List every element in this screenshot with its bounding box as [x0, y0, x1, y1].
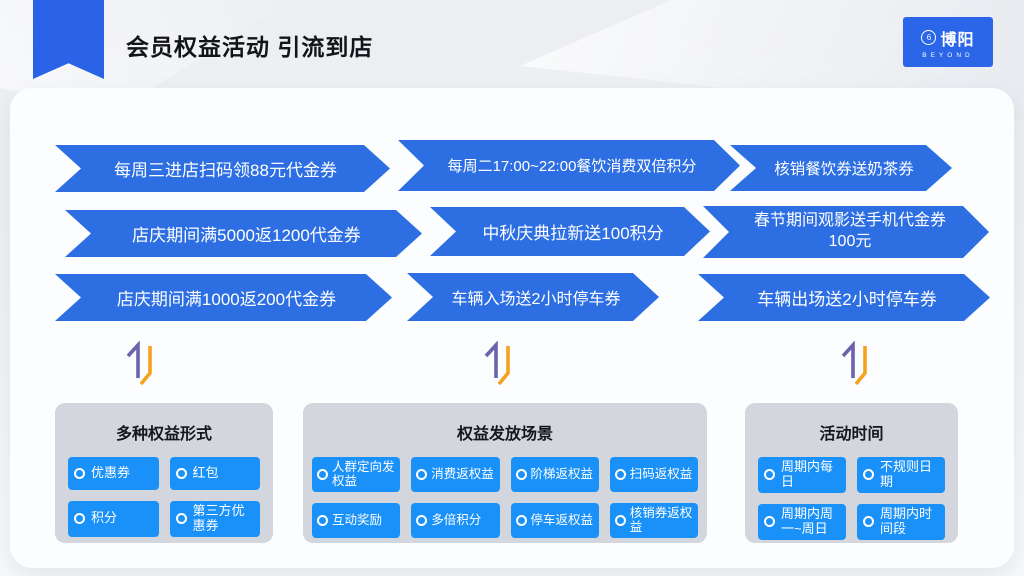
chip-label: 红包 — [192, 465, 219, 481]
chip-label: 积分 — [91, 510, 118, 526]
scenario-chip: 多倍积分 — [411, 502, 500, 538]
up-down-transfer-arrow-icon — [484, 341, 510, 386]
up-down-transfer-arrow-icon — [126, 341, 152, 386]
scenario-chip: 核销券返权益 — [609, 502, 698, 538]
chip-label: 周期内每日 — [781, 459, 834, 489]
ring-bullet-icon — [764, 469, 775, 481]
up-down-transfer-arrow-icon — [841, 341, 867, 386]
chip-label: 人群定向发权益 — [332, 460, 395, 489]
brand-logo: 6 博阳 BEYOND — [903, 17, 993, 67]
ring-bullet-icon — [614, 514, 626, 526]
activity-banner: 车辆入场送2小时停车券 — [407, 273, 659, 321]
chip-label: 阶梯返权益 — [530, 467, 594, 482]
time-chip: 周期内每日 — [758, 457, 846, 493]
page-title: 会员权益活动 引流到店 — [126, 34, 374, 60]
time-chip: 周期内周一~周日 — [758, 503, 846, 540]
chip-label: 周期内时间段 — [880, 505, 933, 536]
ring-bullet-icon — [317, 468, 328, 480]
benefit-chip: 积分 — [68, 501, 159, 537]
chip-label: 停车返权益 — [530, 512, 594, 527]
chip-label: 不规则日期 — [880, 459, 933, 489]
brand-logo-row: 6 博阳 — [921, 26, 974, 50]
panel-benefit-forms: 多种权益形式 优惠券 红包 积分 第三方优惠券 — [55, 403, 273, 543]
brand-subtitle: BEYOND — [922, 51, 974, 59]
chip-grid: 周期内每日 不规则日期 周期内周一~周日 周期内时间段 — [745, 457, 958, 540]
ring-bullet-icon — [416, 514, 428, 526]
activity-banner: 核销餐饮券送奶茶券 — [730, 145, 952, 191]
circle-6-logo-icon: 6 — [921, 30, 937, 45]
ring-bullet-icon — [515, 514, 527, 526]
activity-banner: 店庆期间满1000返200代金券 — [55, 274, 392, 321]
scenario-chip: 人群定向发权益 — [312, 457, 401, 492]
time-chip: 不规则日期 — [857, 457, 945, 493]
activity-banner: 店庆期间满5000返1200代金券 — [65, 210, 422, 257]
ring-bullet-icon — [863, 516, 874, 528]
panel-distribution-scenarios: 权益发放场景 人群定向发权益 消费返权益 阶梯返权益 扫码返权益 互动奖励 多倍… — [303, 403, 707, 543]
ring-bullet-icon — [175, 513, 187, 525]
chip-label: 扫码返权益 — [629, 467, 693, 482]
chip-label: 优惠券 — [91, 465, 131, 481]
chip-grid: 人群定向发权益 消费返权益 阶梯返权益 扫码返权益 互动奖励 多倍积分 停车返权… — [303, 457, 707, 538]
benefit-chip: 第三方优惠券 — [169, 501, 260, 537]
panel-title: 活动时间 — [819, 426, 884, 443]
ring-bullet-icon — [74, 468, 85, 479]
ring-bullet-icon — [416, 468, 428, 480]
activity-banner: 春节期间观影送手机代金券100元 — [703, 206, 989, 258]
ring-bullet-icon — [764, 516, 775, 528]
ring-bullet-icon — [515, 468, 527, 480]
chip-label: 周期内周一~周日 — [781, 505, 834, 536]
panel-activity-time: 活动时间 周期内每日 不规则日期 周期内周一~周日 周期内时间段 — [745, 403, 958, 543]
chip-label: 消费返权益 — [431, 467, 494, 482]
scenario-chip: 消费返权益 — [411, 457, 500, 492]
chip-label: 第三方优惠券 — [192, 503, 245, 533]
chip-label: 互动奖励 — [332, 512, 383, 527]
brand-name: 博阳 — [940, 31, 975, 49]
activity-banner: 中秋庆典拉新送100积分 — [430, 207, 710, 256]
chip-grid: 优惠券 红包 积分 第三方优惠券 — [55, 457, 273, 537]
ring-bullet-icon — [175, 468, 187, 479]
chip-label: 核销券返权益 — [629, 505, 693, 535]
activity-banner: 车辆出场送2小时停车券 — [698, 274, 990, 321]
scenario-chip: 停车返权益 — [510, 502, 599, 538]
ring-bullet-icon — [614, 468, 626, 480]
ring-bullet-icon — [74, 513, 85, 525]
scenario-chip: 阶梯返权益 — [510, 457, 599, 492]
panel-title: 多种权益形式 — [115, 426, 212, 443]
panel-title: 权益发放场景 — [456, 426, 553, 443]
scenario-chip: 扫码返权益 — [609, 457, 698, 492]
ring-bullet-icon — [863, 469, 874, 481]
scenario-chip: 互动奖励 — [312, 502, 401, 538]
ring-bullet-icon — [317, 514, 328, 526]
time-chip: 周期内时间段 — [857, 503, 945, 540]
content-card: 每周三进店扫码领88元代金券 每周二17:00~22:00餐饮消费双倍积分 核销… — [10, 88, 1014, 568]
benefit-chip: 红包 — [169, 457, 260, 490]
bookmark-ribbon-icon — [33, 0, 104, 79]
activity-banner: 每周二17:00~22:00餐饮消费双倍积分 — [398, 140, 740, 191]
benefit-chip: 优惠券 — [68, 457, 159, 490]
chip-label: 多倍积分 — [431, 512, 482, 527]
activity-banner: 每周三进店扫码领88元代金券 — [55, 145, 390, 192]
